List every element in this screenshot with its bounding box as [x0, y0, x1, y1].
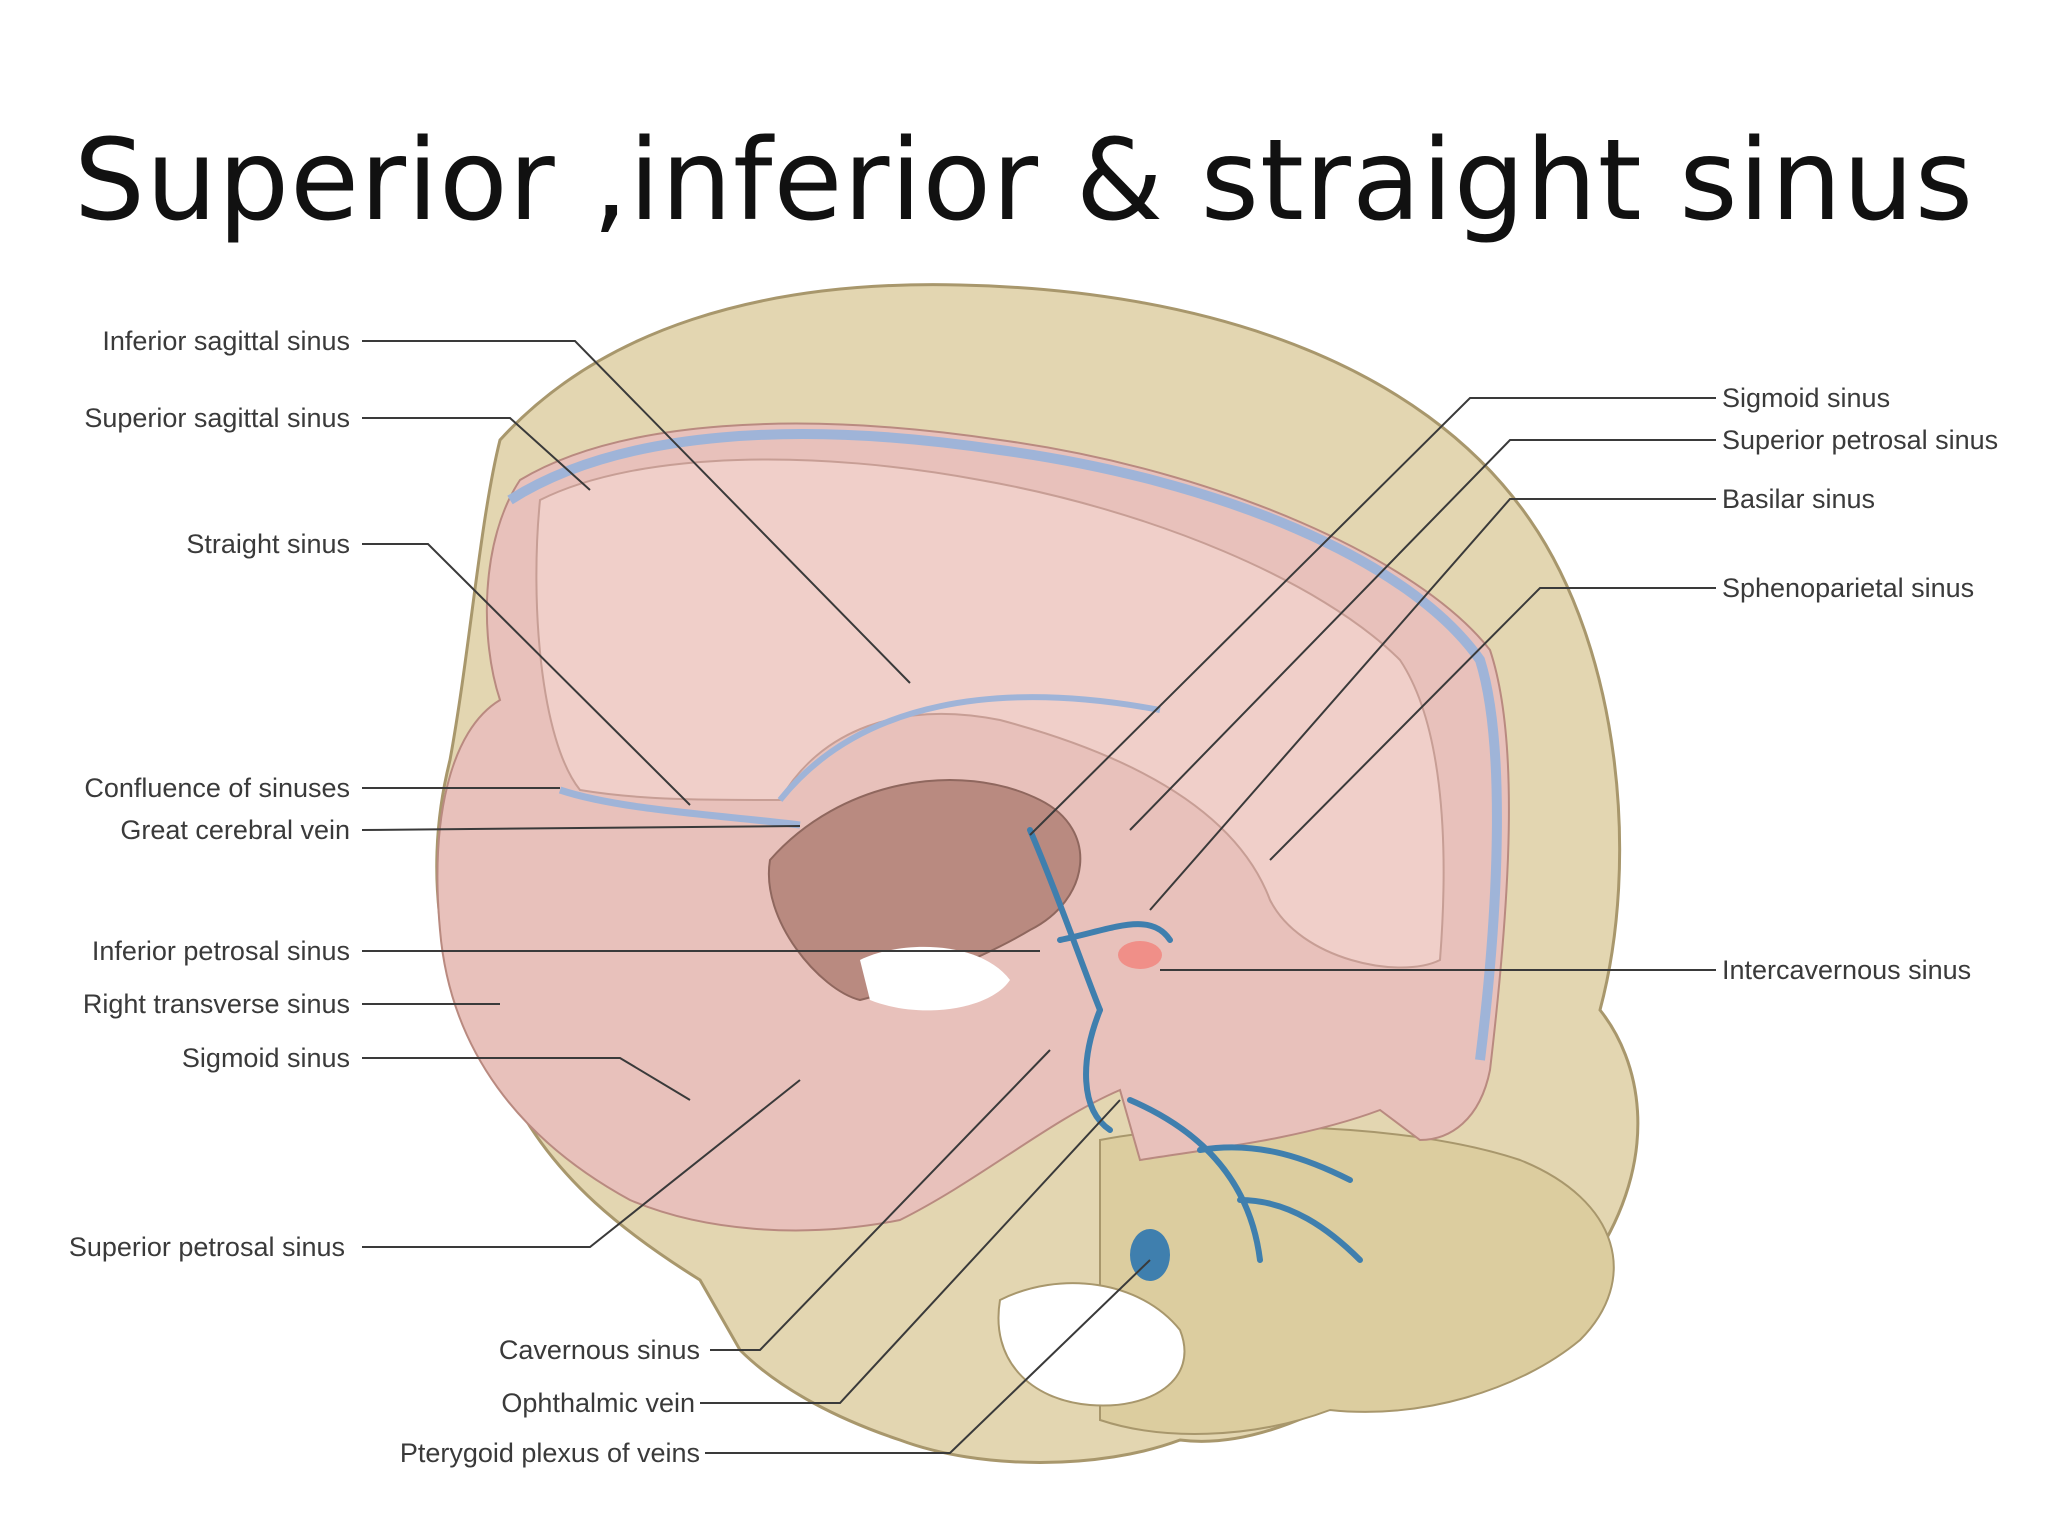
- pituitary: [1118, 941, 1162, 969]
- facial-bone: [1099, 1125, 1615, 1435]
- orbit-cavity: [997, 1282, 1186, 1407]
- label-ophthalmic-vein: Ophthalmic vein: [501, 1388, 695, 1418]
- label-right-transverse-sinus: Right transverse sinus: [83, 989, 350, 1019]
- label-straight-sinus: Straight sinus: [186, 529, 350, 559]
- inferior-sagittal-sinus: [777, 694, 1161, 802]
- label-superior-petrosal-sinus-left: Superior petrosal sinus: [69, 1232, 345, 1262]
- tentorial-notch: [767, 779, 1082, 1002]
- left-leader-lines: [361, 340, 1151, 1454]
- superior-sagittal-sinus: [507, 429, 1502, 1061]
- label-sphenoparietal-sinus: Sphenoparietal sinus: [1722, 573, 1974, 603]
- label-superior-petrosal-sinus-right: Superior petrosal sinus: [1722, 425, 1998, 455]
- label-superior-sagittal-sinus: Superior sagittal sinus: [84, 403, 350, 433]
- label-confluence-of-sinuses: Confluence of sinuses: [84, 773, 350, 803]
- label-pterygoid-plexus: Pterygoid plexus of veins: [400, 1438, 700, 1468]
- label-inferior-sagittal-sinus: Inferior sagittal sinus: [102, 326, 350, 356]
- label-inferior-petrosal-sinus: Inferior petrosal sinus: [92, 936, 350, 966]
- right-leader-lines: [1029, 397, 1716, 971]
- label-great-cerebral-vein: Great cerebral vein: [120, 815, 350, 845]
- foramen-magnum: [860, 946, 1010, 1011]
- label-sigmoid-sinus-left: Sigmoid sinus: [182, 1043, 350, 1073]
- label-basilar-sinus: Basilar sinus: [1722, 484, 1875, 514]
- left-labels: Inferior sagittal sinus Superior sagitta…: [69, 326, 700, 1468]
- falx-cerebri: [535, 458, 1445, 969]
- label-sigmoid-sinus-right: Sigmoid sinus: [1722, 383, 1890, 413]
- label-cavernous-sinus: Cavernous sinus: [499, 1335, 700, 1365]
- right-labels: Sigmoid sinus Superior petrosal sinus Ba…: [1722, 383, 1998, 985]
- pterygoid-plexus-mark: [1130, 1229, 1170, 1281]
- straight-sinus: [558, 786, 801, 829]
- label-intercavernous-sinus: Intercavernous sinus: [1722, 955, 1971, 985]
- slide-title: Superior ,inferior & straight sinus: [73, 116, 1975, 246]
- cavernous-venous-network: [1027, 827, 1363, 1263]
